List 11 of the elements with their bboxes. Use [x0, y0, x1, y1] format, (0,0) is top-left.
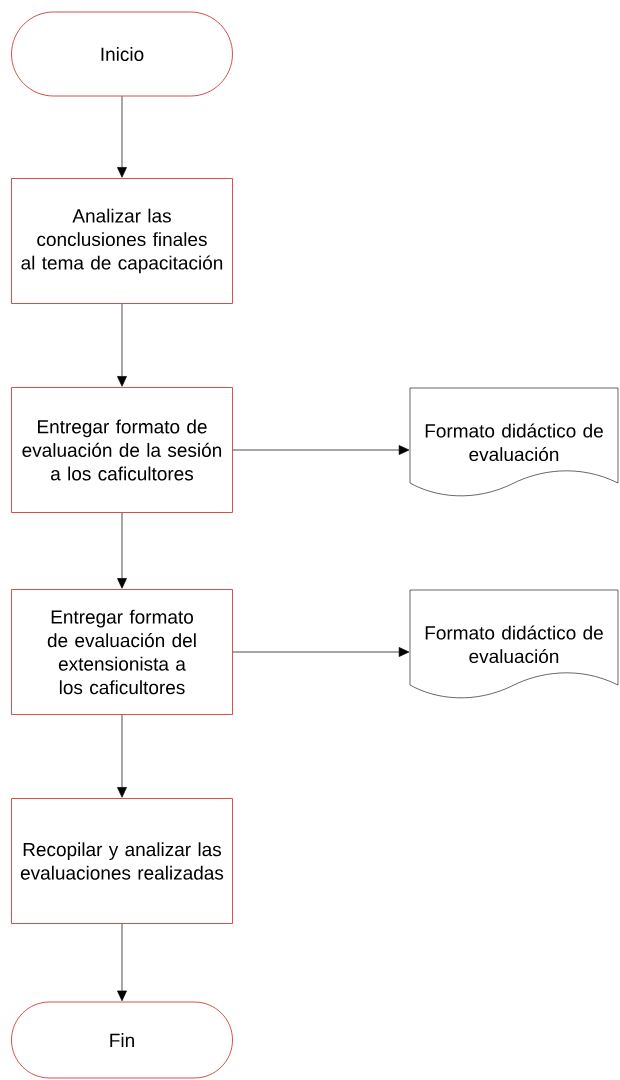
- process-box: Entregar formato de evaluación de la sesión a los caficultores: [11, 387, 233, 513]
- process-box: Entregar formato de evaluación del extensionista a los caficultores: [11, 589, 233, 715]
- arrow: [117, 303, 127, 387]
- arrow: [117, 714, 127, 798]
- arrow: [232, 445, 410, 455]
- process-box: Recopilar y analizar las evaluaciones realizadas: [11, 798, 233, 924]
- arrow: [117, 923, 127, 1002]
- arrow: [117, 512, 127, 589]
- process-box: Analizar las conclusiones finales al tema de capacitación: [11, 178, 233, 304]
- arrow: [117, 96, 127, 178]
- arrow: [232, 647, 410, 657]
